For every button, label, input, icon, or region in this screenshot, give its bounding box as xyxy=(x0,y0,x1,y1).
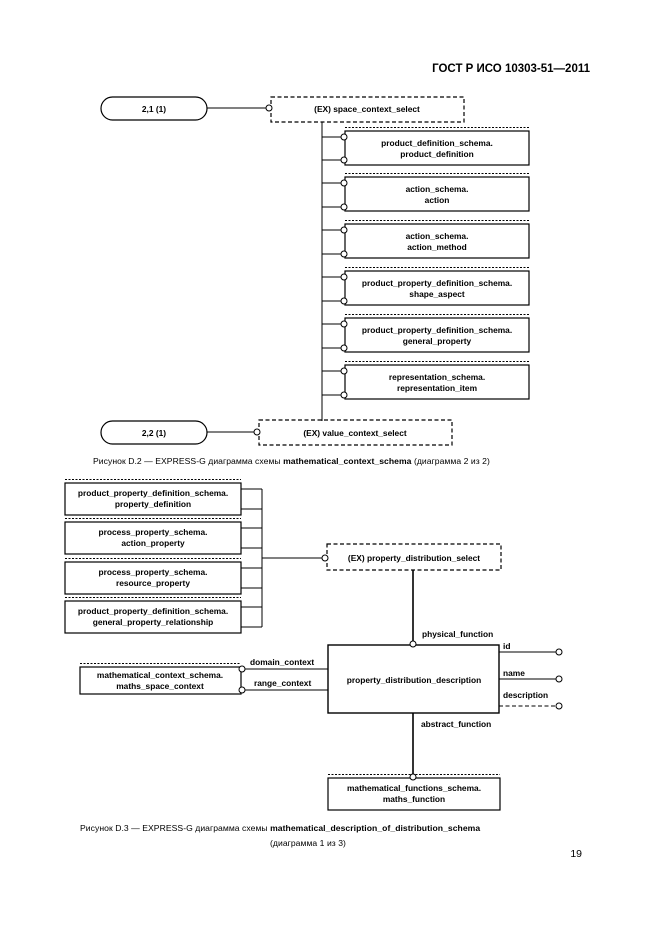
attribute-label-description: description xyxy=(503,690,548,700)
entity-label: action xyxy=(425,195,450,205)
entity-label: action_schema. xyxy=(406,184,469,194)
entity-label: product_property_definition_schema. xyxy=(78,488,228,498)
entity-label: process_property_schema. xyxy=(99,527,208,537)
caption-schema-name: mathematical_description_of_distribution… xyxy=(270,823,481,833)
relation-label-range-context: range_context xyxy=(254,678,311,688)
d3-left-connector-lines xyxy=(241,488,322,628)
entity-label: maths_function xyxy=(383,794,445,804)
standard-header: ГОСТ Р ИСО 10303-51—2011 xyxy=(432,63,590,75)
entity-label: mathematical_functions_schema. xyxy=(347,783,481,793)
attribute-label-id: id xyxy=(503,641,510,651)
entity-label: property_definition xyxy=(115,499,191,509)
relation-label-abstract-function: abstract_function xyxy=(421,719,491,729)
select-label-space-context: (EX) space_context_select xyxy=(314,104,420,114)
entity-label: general_property_relationship xyxy=(93,617,214,627)
select-label-property-distribution: (EX) property_distribution_select xyxy=(348,553,480,563)
page-ref-label-2: 2,2 (1) xyxy=(142,428,166,438)
entity-label: resource_property xyxy=(116,578,190,588)
caption-schema-name: mathematical_context_schema xyxy=(283,456,412,466)
entity-label: product_property_definition_schema. xyxy=(362,278,512,288)
relation-label-domain-context: domain_context xyxy=(250,657,314,667)
entity-label: product_definition xyxy=(400,149,474,159)
caption-prefix: Рисунок D.2 — EXPRESS-G диаграмма схемы xyxy=(93,456,284,466)
main-entity-label: property_distribution_description xyxy=(347,675,481,685)
entity-label: action_schema. xyxy=(406,231,469,241)
entity-label: process_property_schema. xyxy=(99,567,208,577)
figure-caption-d3-line2: (диаграмма 1 из 3) xyxy=(270,838,346,848)
entity-label: maths_space_context xyxy=(116,681,204,691)
entity-label: general_property xyxy=(403,336,472,346)
relation-label-physical-function: physical_function xyxy=(422,629,493,639)
entity-label: action_property xyxy=(121,538,185,548)
entity-label: representation_schema. xyxy=(389,372,485,382)
entity-label: representation_item xyxy=(397,383,477,393)
entity-label: product_definition_schema. xyxy=(381,138,493,148)
caption-suffix: (диаграмма 2 из 2) xyxy=(411,456,490,466)
figure-caption-d2: Рисунок D.2 — EXPRESS-G диаграмма схемы … xyxy=(93,456,490,466)
d2-entity-boxes xyxy=(344,127,530,400)
d3-left-entity-boxes xyxy=(64,479,242,634)
caption-prefix: Рисунок D.3 — EXPRESS-G диаграмма схемы xyxy=(80,823,271,833)
relationship-circles xyxy=(238,104,563,781)
entity-label: action_method xyxy=(407,242,467,252)
branch-lines xyxy=(322,136,341,396)
entity-label: shape_aspect xyxy=(409,289,465,299)
entity-label: product_property_definition_schema. xyxy=(78,606,228,616)
entity-label: product_property_definition_schema. xyxy=(362,325,512,335)
entity-box-maths-space-context xyxy=(79,666,242,695)
figure-caption-d3: Рисунок D.3 — EXPRESS-G диаграмма схемы … xyxy=(80,823,480,833)
select-label-value-context: (EX) value_context_select xyxy=(303,428,407,438)
entity-label: mathematical_context_schema. xyxy=(97,670,223,680)
attribute-label-name: name xyxy=(503,668,525,678)
page-ref-label-1: 2,1 (1) xyxy=(142,104,166,114)
page-number: 19 xyxy=(570,848,582,860)
